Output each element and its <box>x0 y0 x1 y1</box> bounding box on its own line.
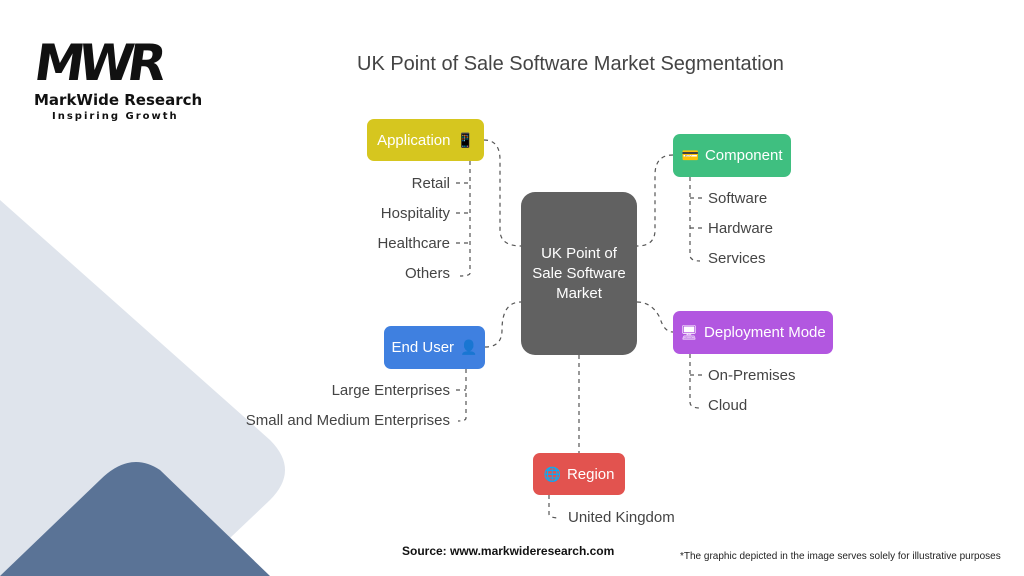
page-title: UK Point of Sale Software Market Segment… <box>357 53 784 75</box>
logo-name: MarkWide Research <box>34 91 203 109</box>
card-payment-icon: 💳 <box>681 147 699 163</box>
region-node: 🌐 Region <box>533 453 625 495</box>
list-item: Large Enterprises <box>331 382 450 399</box>
component-label: Component <box>704 147 783 164</box>
deployment-mode-node: 🖥 Deployment Mode <box>673 311 833 354</box>
component-node: 💳 Component <box>673 134 791 177</box>
list-item: Software <box>708 190 768 207</box>
deployment-label: Deployment Mode <box>704 324 826 341</box>
list-item: Healthcare <box>377 235 450 252</box>
globe-icon: 🌐 <box>543 465 561 482</box>
list-item: Cloud <box>708 397 748 414</box>
list-item: Hardware <box>708 220 774 237</box>
list-item: United Kingdom <box>568 509 675 526</box>
disclaimer-text: *The graphic depicted in the image serve… <box>680 551 1001 562</box>
list-item: Hospitality <box>380 205 450 222</box>
list-item: Others <box>404 265 450 282</box>
list-item: Services <box>708 250 766 267</box>
source-text: Source: www.markwideresearch.com <box>402 544 615 558</box>
list-item: Small and Medium Enterprises <box>245 412 450 429</box>
logo-mark: MWR <box>30 34 165 92</box>
user-card-icon: 👤 <box>460 339 478 355</box>
list-item: On-Premises <box>708 367 796 384</box>
application-label: Application <box>377 131 451 149</box>
application-node: Application 📱 <box>367 119 484 161</box>
server-computer-icon: 🖥 <box>680 324 699 340</box>
center-label: UK Point of Sale Software Market <box>532 244 626 302</box>
region-label: Region <box>566 465 615 483</box>
center-node: UK Point of Sale Software Market <box>521 192 637 355</box>
logo-tagline: Inspiring Growth <box>52 111 179 122</box>
list-item: Retail <box>411 175 450 192</box>
connector-lines <box>456 139 702 519</box>
end-user-label: End User <box>391 339 455 356</box>
end-user-node: End User 👤 <box>384 326 485 369</box>
pos-terminal-icon: 📱 <box>456 131 474 148</box>
